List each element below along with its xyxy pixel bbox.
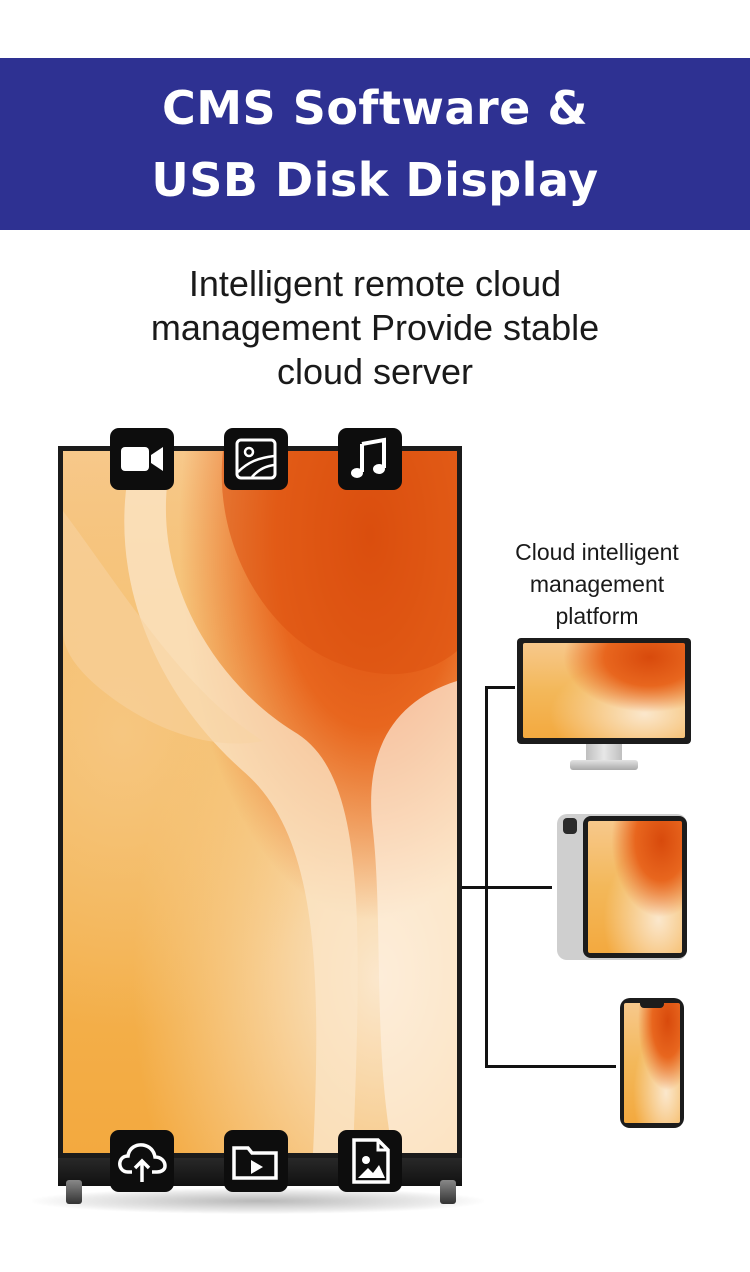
phone-device <box>620 998 684 1128</box>
video-camera-icon <box>110 428 174 490</box>
monitor-screen <box>523 643 685 738</box>
platform-caption: Cloud intelligent management platform <box>490 536 704 632</box>
caption-line-1: Cloud intelligent <box>515 539 679 565</box>
display-screen <box>63 451 457 1153</box>
connector-phone <box>485 1065 616 1068</box>
connector-vertical <box>485 686 488 1068</box>
video-folder-icon <box>224 1130 288 1192</box>
subtitle: Intelligent remote cloud management Prov… <box>60 262 690 394</box>
tablet-screen-frame <box>583 816 687 958</box>
caster-wheel-right <box>440 1180 456 1204</box>
wallpaper-waves <box>63 451 457 1153</box>
tablet-screen <box>588 821 682 953</box>
image-file-icon <box>338 1130 402 1192</box>
header-banner: CMS Software & USB Disk Display <box>0 58 750 230</box>
tablet-camera <box>563 818 577 834</box>
connector-monitor <box>485 686 515 689</box>
caption-line-3: platform <box>555 603 639 629</box>
phone-notch <box>640 1002 664 1008</box>
caster-wheel-left <box>66 1180 82 1204</box>
title-line-1: CMS Software & <box>162 81 588 135</box>
monitor-base <box>570 760 638 770</box>
monitor-stand <box>586 744 622 762</box>
monitor-device <box>517 638 691 744</box>
phone-screen <box>624 1003 680 1123</box>
caption-line-2: management <box>529 571 665 597</box>
music-note-icon <box>338 428 402 490</box>
cloud-upload-icon <box>110 1130 174 1192</box>
picture-icon <box>224 428 288 490</box>
title-line-2: USB Disk Display <box>151 153 599 207</box>
subtitle-line-1: Intelligent remote cloud <box>188 263 562 304</box>
subtitle-line-2: management Provide stable <box>150 307 600 348</box>
display-shadow <box>32 1188 484 1214</box>
connector-main <box>462 886 552 889</box>
subtitle-line-3: cloud server <box>276 351 474 392</box>
poster-display <box>58 446 462 1158</box>
